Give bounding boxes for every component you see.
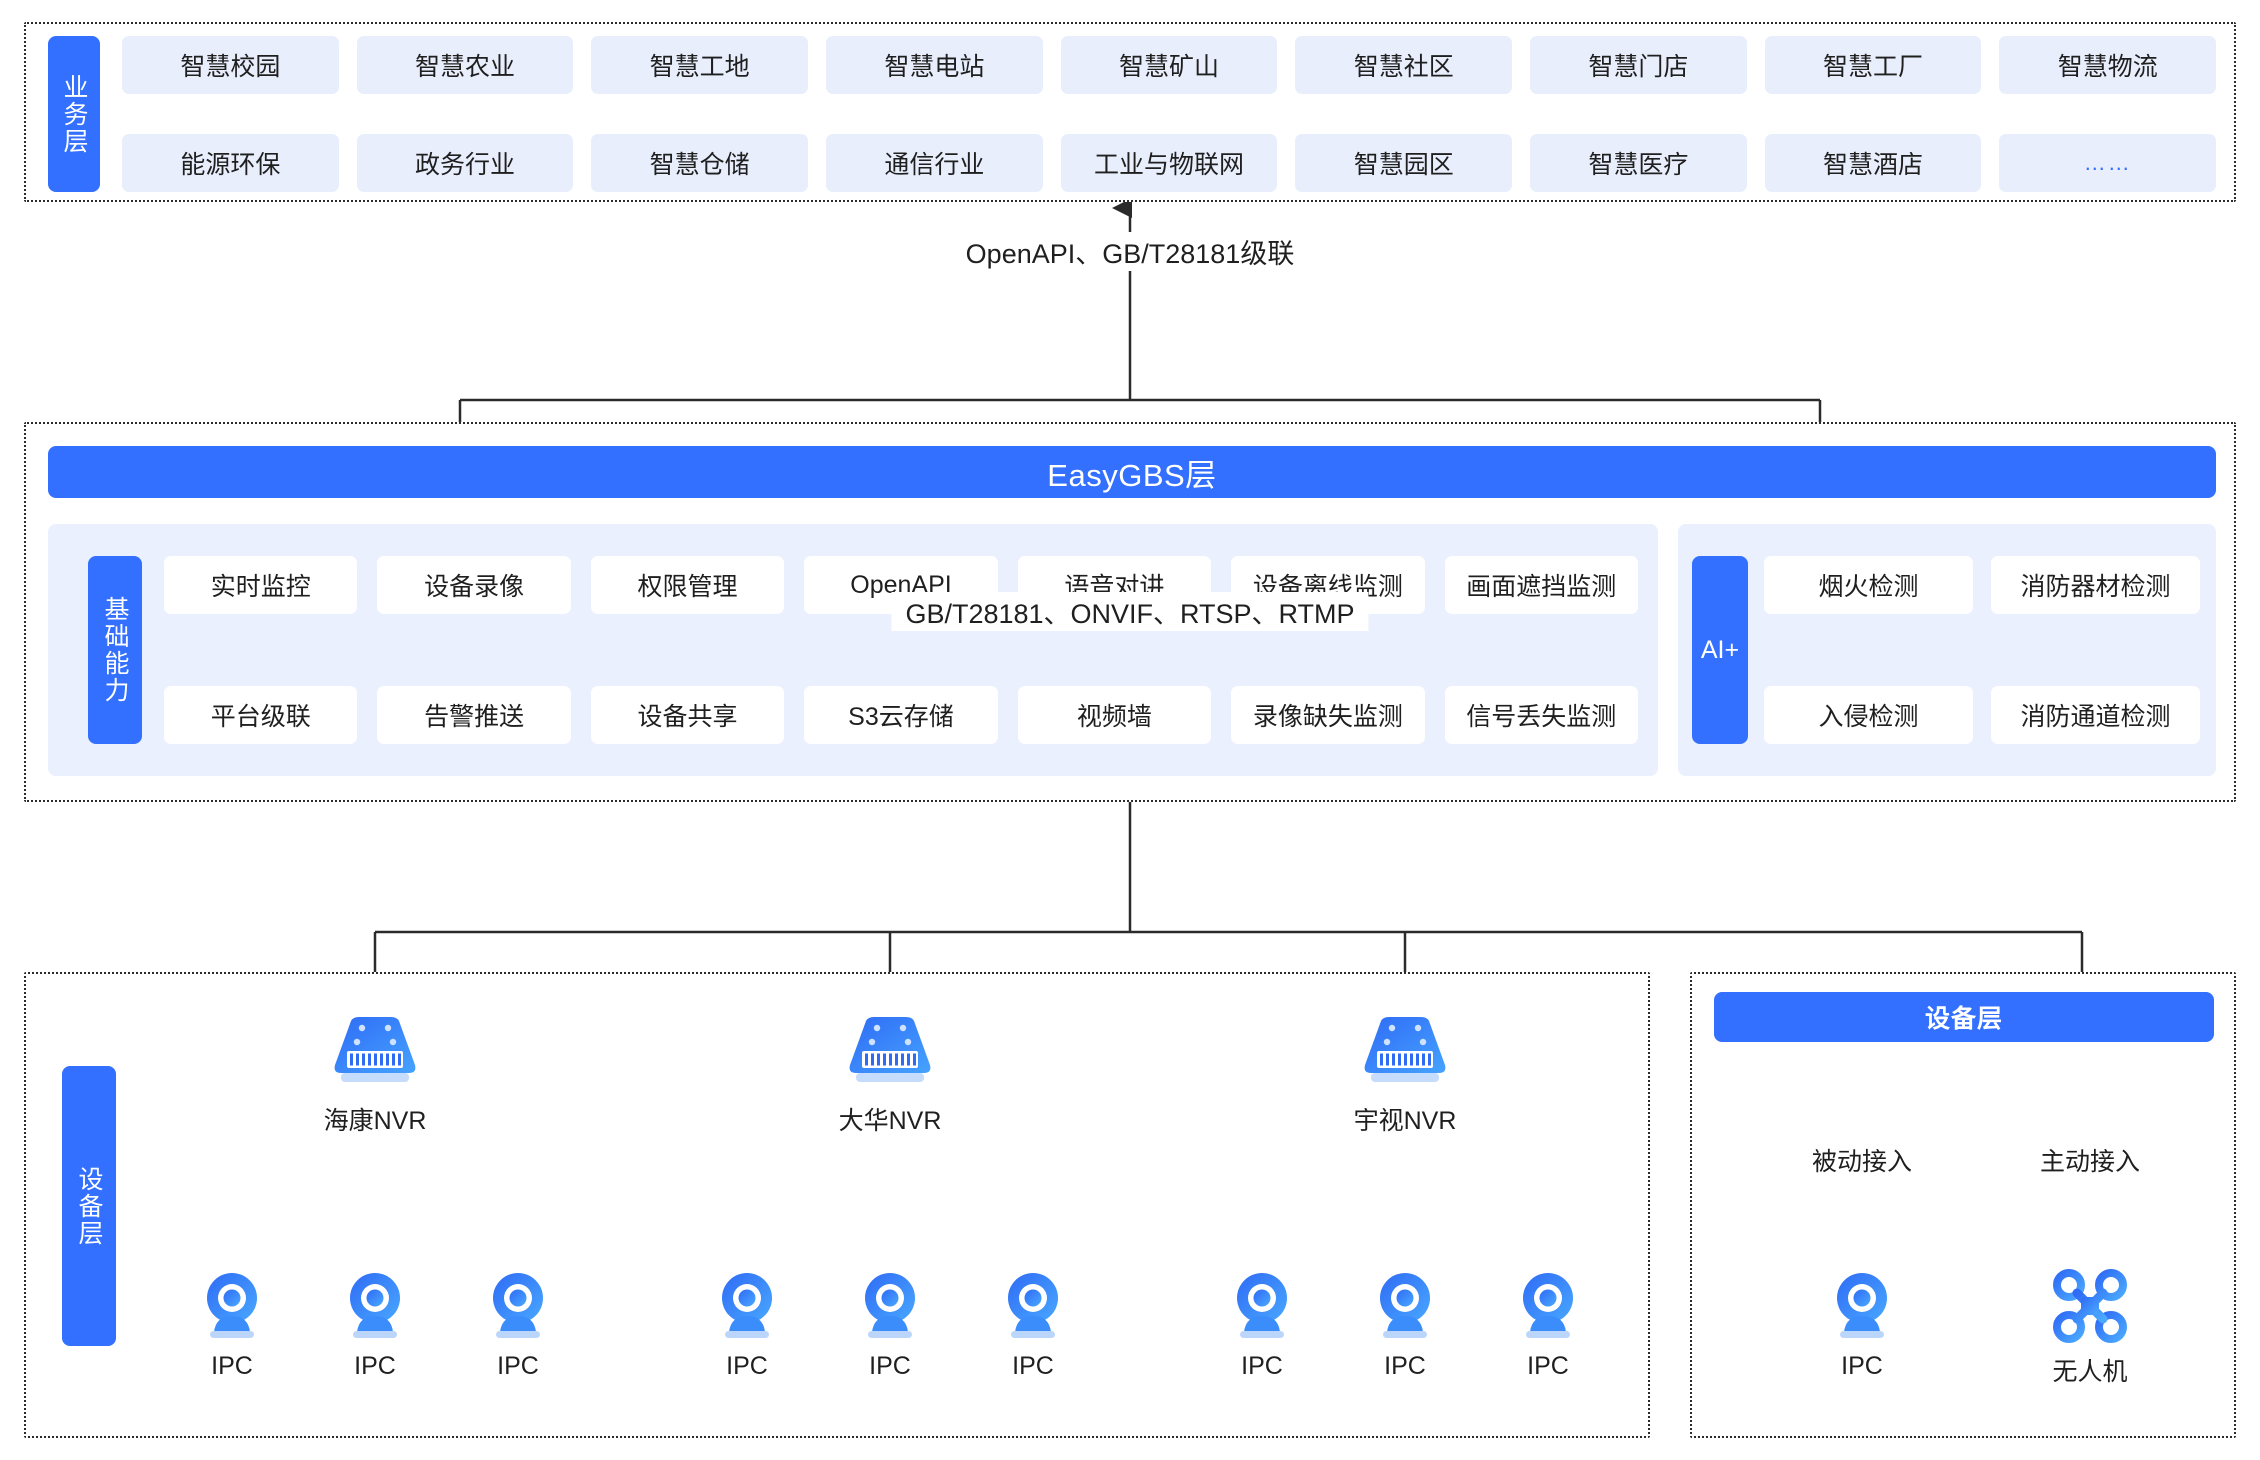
ipc-node[interactable]: IPC <box>697 1268 797 1381</box>
business-chip[interactable]: 智慧电站 <box>826 36 1043 94</box>
business-layer-chip-grid: 智慧校园 智慧农业 智慧工地 智慧电站 智慧矿山 智慧社区 智慧门店 智慧工厂 … <box>122 36 2217 192</box>
camera-icon <box>493 1273 543 1338</box>
ipc-label: IPC <box>211 1352 253 1380</box>
capability-chip[interactable]: 信号丢失监测 <box>1444 686 1638 744</box>
business-layer-row-2: 能源环保 政务行业 智慧仓储 通信行业 工业与物联网 智慧园区 智慧医疗 智慧酒… <box>122 134 2217 192</box>
business-chip[interactable]: 智慧仓储 <box>591 134 809 192</box>
business-chip[interactable]: 智慧园区 <box>1295 134 1513 192</box>
passive-access-label: 被动接入 <box>1803 1142 1921 1178</box>
capability-row-2: 平台级联 告警推送 设备共享 S3云存储 视频墙 录像缺失监测 信号丢失监测 <box>164 686 1638 744</box>
business-chip[interactable]: 智慧工地 <box>591 36 809 94</box>
ipc-node[interactable]: IPC <box>983 1268 1083 1381</box>
business-chip[interactable]: 智慧工厂 <box>1764 36 1982 94</box>
business-layer-tab: 业务层 <box>48 36 100 192</box>
business-chip[interactable]: 智慧矿山 <box>1060 36 1278 94</box>
drone-label: 无人机 <box>2052 1358 2128 1386</box>
nvr-node[interactable]: 海康NVR <box>315 1015 435 1137</box>
camera-icon <box>722 1273 772 1338</box>
nvr-label: 宇视NVR <box>1353 1107 1457 1135</box>
ai-chip[interactable]: 消防器材检测 <box>1991 556 2200 614</box>
ai-row-1: 烟火检测 消防器材检测 <box>1764 556 2200 614</box>
easygbs-title-bar: EasyGBS层 <box>48 446 2216 498</box>
ipc-node[interactable]: IPC <box>325 1268 425 1381</box>
ipc-label: IPC <box>1841 1352 1883 1380</box>
business-layer-panel: 业务层 智慧校园 智慧农业 智慧工地 智慧电站 智慧矿山 智慧社区 智慧门店 智… <box>24 22 2236 202</box>
business-chip[interactable]: 智慧农业 <box>356 36 574 94</box>
ai-chip[interactable]: 消防通道检测 <box>1991 686 2200 744</box>
ai-chip[interactable]: 入侵检测 <box>1764 686 1973 744</box>
drone-node[interactable]: 无人机 <box>2040 1268 2140 1388</box>
capability-chip[interactable]: 视频墙 <box>1017 686 1212 744</box>
basic-capability-tab: 基础能力 <box>88 556 142 744</box>
nvr-icon <box>1364 1017 1446 1082</box>
ai-chip[interactable]: 烟火检测 <box>1764 556 1973 614</box>
ipc-label: IPC <box>1241 1352 1283 1380</box>
nvr-icon <box>334 1017 416 1082</box>
nvr-node[interactable]: 宇视NVR <box>1345 1015 1465 1137</box>
ipc-node[interactable]: IPC <box>1498 1268 1598 1381</box>
drone-icon <box>2053 1269 2127 1343</box>
capability-chip[interactable]: 设备录像 <box>377 556 571 614</box>
ipc-node[interactable]: IPC <box>1212 1268 1312 1381</box>
business-chip[interactable]: 通信行业 <box>826 134 1043 192</box>
ipc-label: IPC <box>1527 1352 1569 1380</box>
capability-chip[interactable]: 实时监控 <box>164 556 358 614</box>
ipc-node[interactable]: IPC <box>182 1268 282 1381</box>
ipc-label: IPC <box>1012 1352 1054 1380</box>
ipc-label: IPC <box>869 1352 911 1380</box>
device-layer-left-tab: 设备层 <box>62 1066 116 1346</box>
camera-icon <box>1380 1273 1430 1338</box>
business-chip[interactable]: 智慧校园 <box>122 36 339 94</box>
active-access-label: 主动接入 <box>2031 1142 2149 1178</box>
camera-icon <box>865 1273 915 1338</box>
camera-icon <box>1837 1273 1887 1338</box>
connector-label-openapi: OpenAPI、GB/T28181级联 <box>951 232 1309 271</box>
ipc-node-right[interactable]: IPC <box>1812 1268 1912 1381</box>
camera-icon <box>1237 1273 1287 1338</box>
business-chip[interactable]: 工业与物联网 <box>1060 134 1278 192</box>
business-layer-row-1: 智慧校园 智慧农业 智慧工地 智慧电站 智慧矿山 智慧社区 智慧门店 智慧工厂 … <box>122 36 2217 94</box>
nvr-label: 大华NVR <box>838 1107 942 1135</box>
capability-chip[interactable]: 画面遮挡监测 <box>1444 556 1638 614</box>
capability-chip[interactable]: 录像缺失监测 <box>1231 686 1425 744</box>
business-chip[interactable]: 政务行业 <box>356 134 574 192</box>
ipc-label: IPC <box>726 1352 768 1380</box>
business-chip-more[interactable]: …… <box>1999 134 2217 192</box>
ipc-label: IPC <box>1384 1352 1426 1380</box>
capability-chip[interactable]: 设备共享 <box>590 686 785 744</box>
business-chip[interactable]: 智慧酒店 <box>1764 134 1982 192</box>
capability-chip[interactable]: S3云存储 <box>804 686 998 744</box>
camera-icon <box>1008 1273 1058 1338</box>
ipc-node[interactable]: IPC <box>840 1268 940 1381</box>
business-chip[interactable]: 能源环保 <box>122 134 339 192</box>
nvr-node[interactable]: 大华NVR <box>830 1015 950 1137</box>
device-layer-right-title: 设备层 <box>1714 992 2214 1042</box>
ai-plus-tab: AI+ <box>1692 556 1748 744</box>
business-chip[interactable]: 智慧门店 <box>1530 36 1747 94</box>
capability-chip[interactable]: 告警推送 <box>377 686 571 744</box>
camera-icon <box>350 1273 400 1338</box>
business-chip[interactable]: 智慧社区 <box>1295 36 1513 94</box>
capability-chip[interactable]: 权限管理 <box>590 556 785 614</box>
business-chip[interactable]: 智慧物流 <box>1999 36 2217 94</box>
ipc-label: IPC <box>354 1352 396 1380</box>
camera-icon <box>207 1273 257 1338</box>
ipc-node[interactable]: IPC <box>468 1268 568 1381</box>
ai-chip-grid: 烟火检测 消防器材检测 入侵检测 消防通道检测 <box>1764 556 2200 744</box>
ai-capability-block: AI+ 烟火检测 消防器材检测 入侵检测 消防通道检测 <box>1678 524 2216 776</box>
capability-chip[interactable]: 平台级联 <box>164 686 358 744</box>
nvr-icon <box>849 1017 931 1082</box>
ipc-label: IPC <box>497 1352 539 1380</box>
nvr-label: 海康NVR <box>323 1107 427 1135</box>
camera-icon <box>1523 1273 1573 1338</box>
capability-chip-grid: 实时监控 设备录像 权限管理 OpenAPI 语音对讲 设备离线监测 画面遮挡监… <box>164 556 1638 744</box>
ai-row-2: 入侵检测 消防通道检测 <box>1764 686 2200 744</box>
connector-label-protocols: GB/T28181、ONVIF、RTSP、RTMP <box>891 592 1369 631</box>
ipc-node[interactable]: IPC <box>1355 1268 1455 1381</box>
device-layer-right-panel: 设备层 <box>1690 972 2236 1438</box>
business-chip[interactable]: 智慧医疗 <box>1530 134 1747 192</box>
basic-capability-block: 基础能力 实时监控 设备录像 权限管理 OpenAPI 语音对讲 设备离线监测 … <box>48 524 1658 776</box>
